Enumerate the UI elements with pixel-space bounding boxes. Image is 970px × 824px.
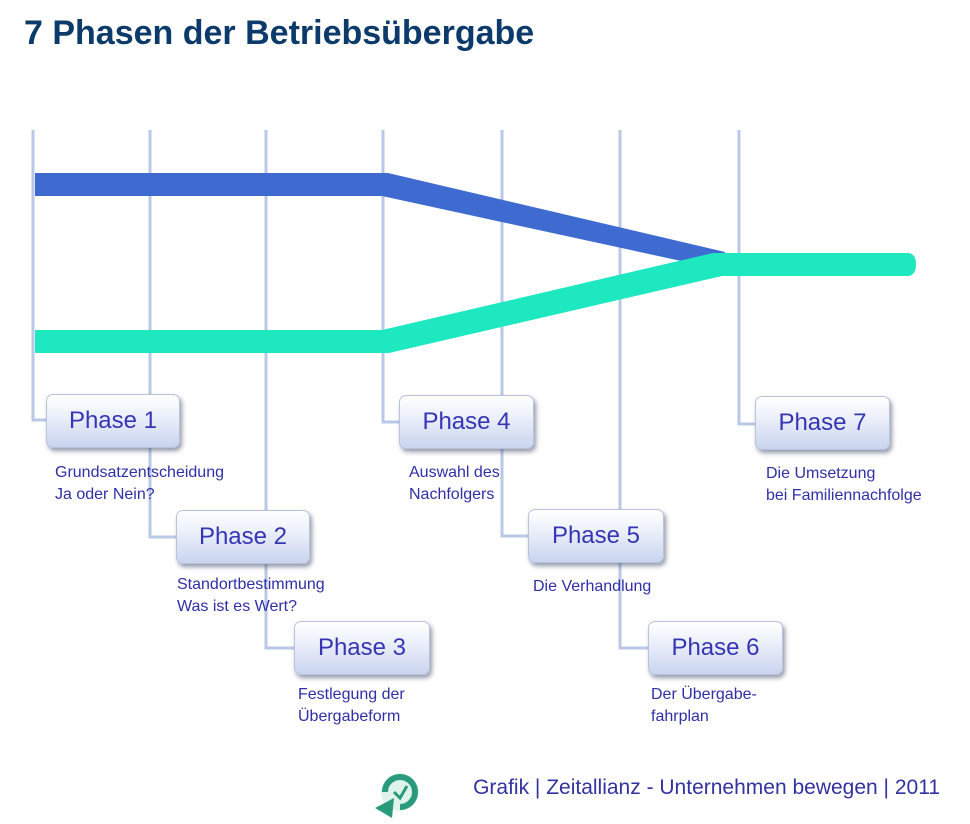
phase-6-connector	[618, 130, 648, 650]
phase-4-label: Phase 4	[422, 408, 511, 435]
phase-6-label: Phase 6	[671, 634, 760, 661]
phase-3-label: Phase 3	[317, 634, 407, 661]
phase-timeline-lines	[31, 130, 755, 650]
phase-1-label: Phase 1	[68, 407, 158, 434]
phase-3-connector	[264, 130, 294, 650]
phase-7-description: Die Umsetzung bei Familiennachfolge	[766, 463, 922, 507]
phase-2-connector	[148, 130, 176, 539]
upper-band	[35, 173, 725, 269]
phase-1-description: Grundsatzentscheidung Ja oder Nein?	[55, 462, 224, 506]
phase-3-description: Festlegung der Übergabeform	[298, 684, 405, 728]
phase-7-label: Phase 7	[778, 409, 867, 436]
circular-arrow-logo-icon	[375, 773, 419, 818]
phase-5-connector	[500, 130, 528, 538]
phase-7-connector	[737, 130, 755, 426]
phase-4-desc-line-1: Auswahl des	[409, 464, 500, 481]
phase-4-description: Auswahl des Nachfolgers	[409, 462, 500, 506]
lower-band	[35, 253, 916, 353]
phase-6-description: Der Übergabe- fahrplan	[651, 684, 757, 728]
phase-1-connector	[31, 130, 46, 422]
phase-2-desc-line-2: Was ist es Wert?	[177, 598, 298, 615]
phase-6-desc-line-2: fahrplan	[651, 708, 709, 725]
phase-4-box[interactable]: Phase 4	[399, 395, 534, 449]
phase-4-connector	[381, 130, 399, 424]
phase-1-box[interactable]: Phase 1	[46, 394, 180, 448]
phase-7-desc-line-2: bei Familiennachfolge	[766, 487, 922, 504]
phase-2-label: Phase 2	[198, 523, 288, 550]
phase-7-box[interactable]: Phase 7	[755, 396, 890, 450]
phase-2-box[interactable]: Phase 2	[176, 510, 310, 564]
phase-3-desc-line-2: Übergabeform	[298, 708, 401, 725]
page-title: 7 Phasen der Betriebsübergabe	[24, 14, 535, 52]
phase-2-description: Standortbestimmung Was ist es Wert?	[177, 574, 325, 618]
phase-5-box[interactable]: Phase 5	[528, 509, 664, 563]
phase-5-description: Die Verhandlung	[533, 576, 651, 598]
phase-6-box[interactable]: Phase 6	[648, 621, 783, 675]
phase-6-desc-line-1: Der Übergabe-	[651, 686, 757, 703]
credit-text: Grafik | Zeitallianz - Unternehmen beweg…	[473, 776, 940, 799]
phase-5-label: Phase 5	[551, 522, 641, 549]
phase-2-desc-line-1: Standortbestimmung	[177, 576, 325, 593]
phase-4-desc-line-2: Nachfolgers	[409, 486, 495, 503]
phase-5-desc-line-1: Die Verhandlung	[533, 578, 652, 595]
phase-3-box[interactable]: Phase 3	[294, 621, 430, 675]
phase-3-desc-line-1: Festlegung der	[298, 686, 405, 703]
phase-1-desc-line-1: Grundsatzentscheidung	[55, 464, 224, 481]
phase-1-desc-line-2: Ja oder Nein?	[55, 486, 155, 503]
phase-7-desc-line-1: Die Umsetzung	[766, 465, 876, 482]
